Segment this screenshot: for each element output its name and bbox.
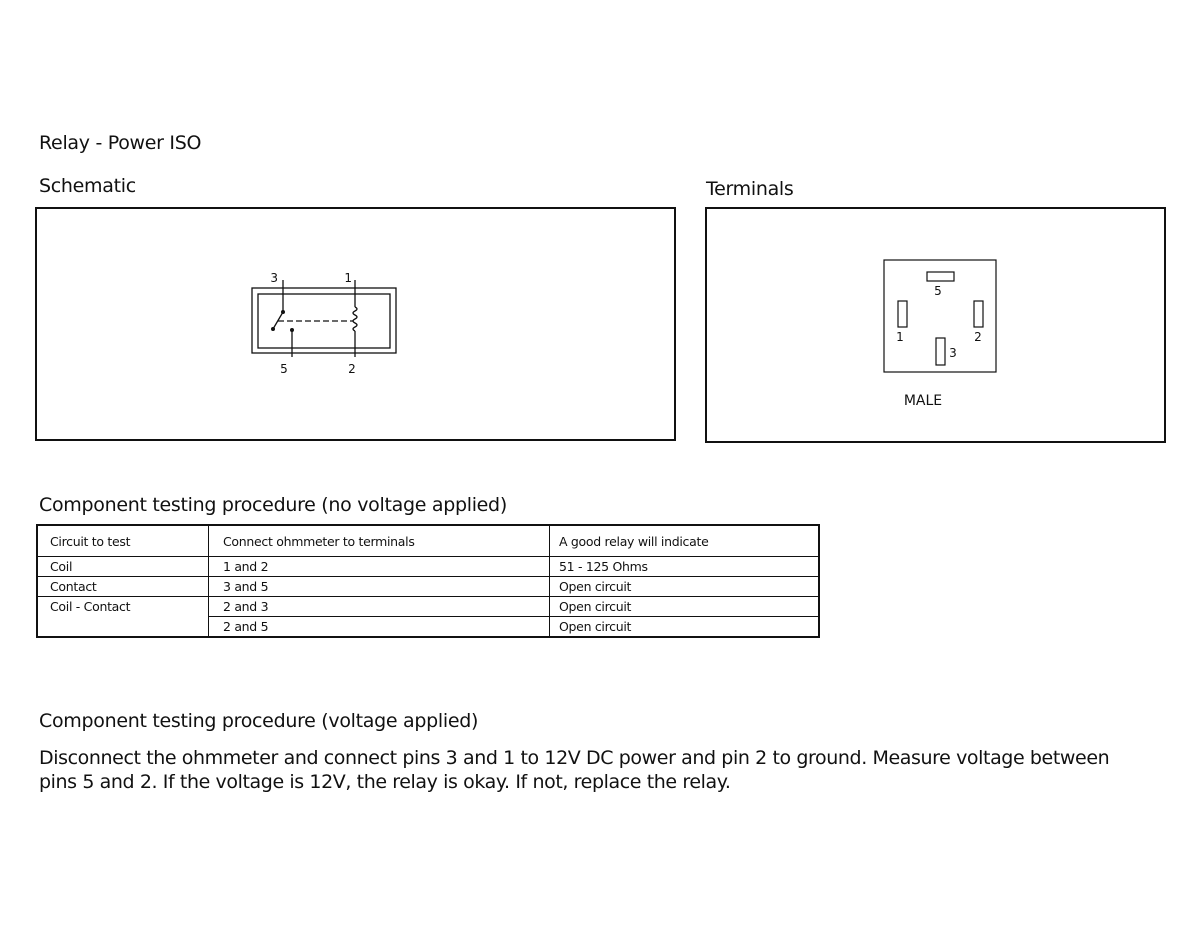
terminal-5-blade bbox=[926, 271, 955, 282]
table-cell: Contact bbox=[36, 576, 209, 597]
column-header: Circuit to test bbox=[36, 524, 209, 557]
table-row: Coil 1 and 2 51 - 125 Ohms bbox=[36, 556, 820, 577]
schematic-label: Schematic bbox=[39, 175, 136, 197]
terminal-1-blade bbox=[897, 300, 908, 328]
relay-inner-outline bbox=[257, 293, 391, 349]
terminal-pin-1: 1 bbox=[896, 330, 904, 344]
table-cell: 3 and 5 bbox=[208, 576, 550, 597]
column-header: A good relay will indicate bbox=[549, 524, 820, 557]
schematic-pin-1: 1 bbox=[344, 271, 352, 285]
terminal-pin-3: 3 bbox=[949, 346, 957, 360]
page-title: Relay - Power ISO bbox=[39, 132, 202, 154]
table-cell: 2 and 3 bbox=[208, 596, 550, 617]
table-cell bbox=[36, 616, 209, 637]
table-cell: Open circuit bbox=[549, 616, 820, 637]
no-voltage-test-table: Circuit to test Connect ohmmeter to term… bbox=[36, 524, 820, 638]
terminals-label: Terminals bbox=[706, 178, 794, 200]
schematic-pin-5: 5 bbox=[280, 362, 288, 376]
terminal-pin-5: 5 bbox=[934, 284, 942, 298]
table-row: Coil - Contact 2 and 3 Open circuit bbox=[36, 596, 820, 617]
column-header: Connect ohmmeter to terminals bbox=[208, 524, 550, 557]
contact-dot-5 bbox=[290, 328, 294, 332]
terminal-connector-diagram: 5 1 2 3 MALE bbox=[883, 259, 997, 409]
relay-schematic-diagram: 3 1 5 2 bbox=[251, 271, 397, 376]
coil-winding bbox=[352, 306, 358, 332]
table-cell: 51 - 125 Ohms bbox=[549, 556, 820, 577]
table-row: Contact 3 and 5 Open circuit bbox=[36, 576, 820, 597]
table-cell: Coil bbox=[36, 556, 209, 577]
table-cell: Open circuit bbox=[549, 576, 820, 597]
table-row: 2 and 5 Open circuit bbox=[36, 616, 820, 637]
connector-type-label: MALE bbox=[904, 393, 942, 409]
terminal-pin-2: 2 bbox=[974, 330, 982, 344]
contact-dot-3 bbox=[281, 310, 285, 314]
terminals-panel: 5 1 2 3 MALE bbox=[705, 207, 1166, 443]
terminal-2-blade bbox=[973, 300, 984, 328]
schematic-pin-3: 3 bbox=[270, 271, 278, 285]
terminal-3-blade bbox=[935, 337, 946, 366]
connector-outline bbox=[883, 259, 997, 373]
voltage-procedure-text: Disconnect the ohmmeter and connect pins… bbox=[39, 747, 1110, 793]
table-cell: Coil - Contact bbox=[36, 596, 209, 617]
switch-pivot-dot bbox=[271, 327, 275, 331]
table-header-row: Circuit to test Connect ohmmeter to term… bbox=[36, 524, 820, 557]
schematic-pin-2: 2 bbox=[348, 362, 356, 376]
voltage-heading: Component testing procedure (voltage app… bbox=[39, 710, 479, 732]
no-voltage-heading: Component testing procedure (no voltage … bbox=[39, 494, 507, 516]
table-cell: 2 and 5 bbox=[208, 616, 550, 637]
schematic-panel: 3 1 5 2 bbox=[35, 207, 676, 441]
relay-outer-outline bbox=[251, 287, 397, 354]
table-cell: 1 and 2 bbox=[208, 556, 550, 577]
table-cell: Open circuit bbox=[549, 596, 820, 617]
